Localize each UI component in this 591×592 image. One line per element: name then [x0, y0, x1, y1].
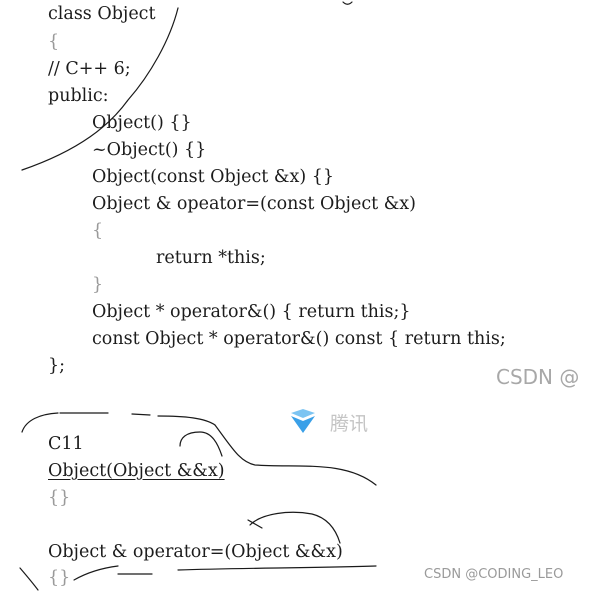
code-line-constructor: Object() {} — [92, 113, 192, 133]
annotation-bottom-curve — [73, 565, 119, 581]
code-line-move-constructor: Object(Object &&x) — [48, 461, 225, 481]
code-line-move-constructor-body: {} — [48, 488, 71, 508]
code-line-comment: // C++ 6; — [48, 59, 131, 79]
code-line-inner-open-brace: { — [92, 221, 104, 241]
code-line-return: return *this; — [156, 248, 266, 268]
code-line-open-brace: { — [48, 32, 60, 52]
code-line-class-end: }; — [48, 356, 66, 376]
code-line-move-assign-body: {} — [48, 568, 71, 588]
watermark-csdn-mid: CSDN @ — [496, 365, 580, 389]
watermark-tencent: 腾讯 — [330, 413, 369, 435]
code-line-move-assign: Object & operator=(Object &&x) — [48, 542, 343, 562]
annotation-top-mark — [342, 1, 353, 5]
code-line-address-of: Object * operator&() { return this;} — [92, 302, 411, 322]
watermark-csdn-bottom: CSDN @CODING_LEO — [424, 567, 564, 582]
code-line-const-address-of: const Object * operator&() const { retur… — [92, 329, 506, 349]
code-line-destructor: ~Object() {} — [92, 140, 207, 160]
code-line-copy-assign: Object & opeator=(const Object &x) — [92, 194, 417, 214]
annotation-arrow-tip — [247, 519, 263, 529]
code-line-inner-close-brace: } — [92, 275, 104, 295]
annotation-hook-2 — [249, 511, 341, 544]
code-line-public: public: — [48, 86, 109, 106]
annotation-bottom-line — [177, 565, 377, 571]
annotation-dash-2 — [131, 413, 151, 416]
annotation-hook-1 — [179, 431, 223, 457]
tencent-logo-icon — [291, 409, 315, 433]
code-line-c11: C11 — [48, 434, 84, 454]
annotation-arc-top-2 — [157, 415, 216, 426]
code-line-copy-constructor: Object(const Object &x) {} — [92, 167, 335, 187]
annotation-arc-top-1 — [21, 412, 59, 433]
code-line-class: class Object — [48, 4, 156, 24]
annotation-bottom-left — [19, 567, 39, 591]
